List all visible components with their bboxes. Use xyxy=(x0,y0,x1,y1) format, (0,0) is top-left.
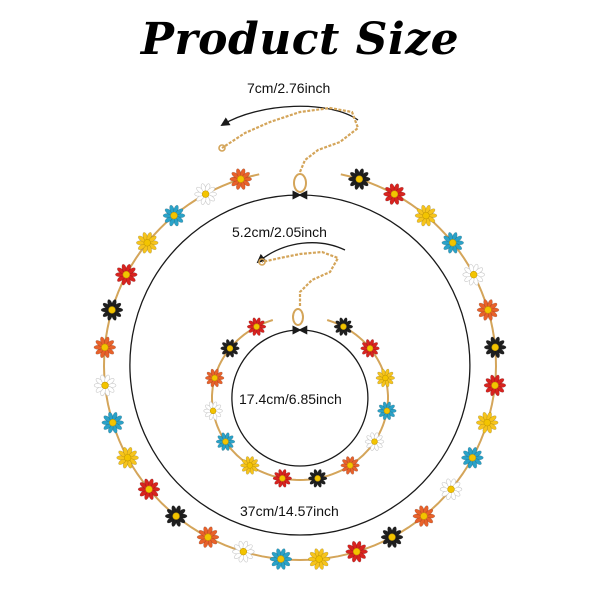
daisy-charm-icon xyxy=(93,336,117,359)
daisy-charm-icon xyxy=(100,299,124,321)
daisy-charm-icon xyxy=(116,447,139,469)
daisy-charm-icon xyxy=(364,432,385,451)
bracelet-extender-arrow xyxy=(256,242,346,264)
daisy-charm-icon xyxy=(476,299,500,321)
daisy-charm-icon xyxy=(412,505,436,527)
daisy-charm-icon xyxy=(483,336,507,359)
chains xyxy=(102,106,498,562)
daisy-charm-icon xyxy=(215,432,236,451)
flowers xyxy=(93,168,507,570)
daisy-charm-icon xyxy=(476,411,499,434)
necklace-clasp-icon xyxy=(293,173,307,193)
daisy-charm-icon xyxy=(203,401,223,421)
daisy-charm-icon xyxy=(246,317,267,336)
measurement-arrows xyxy=(129,105,471,536)
page-title: Product Size xyxy=(140,14,460,65)
bracelet-length-label: 17.4cm/6.85inch xyxy=(237,391,344,407)
daisy-charm-icon xyxy=(272,469,293,488)
daisy-charm-icon xyxy=(196,526,220,548)
daisy-charm-icon xyxy=(461,447,484,469)
bracelet-length-arrow xyxy=(231,325,369,467)
daisy-charm-icon xyxy=(307,548,331,570)
daisy-charm-icon xyxy=(205,368,225,388)
daisy-charm-icon xyxy=(194,183,217,205)
bracelet-extender-label: 5.2cm/2.05inch xyxy=(230,224,329,240)
daisy-charm-icon xyxy=(229,168,252,190)
daisy-charm-icon xyxy=(340,456,360,475)
daisy-charm-icon xyxy=(375,368,395,388)
daisy-charm-icon xyxy=(483,374,507,397)
daisy-charm-icon xyxy=(307,469,328,488)
necklace-extender-label: 7cm/2.76inch xyxy=(245,80,333,96)
daisy-charm-icon xyxy=(345,540,368,563)
daisy-charm-icon xyxy=(377,401,397,421)
daisy-charm-icon xyxy=(137,478,161,501)
daisy-charm-icon xyxy=(232,540,255,563)
daisy-charm-icon xyxy=(220,339,240,358)
necklace-length-label: 37cm/14.57inch xyxy=(238,503,341,519)
daisy-charm-icon xyxy=(101,411,124,434)
daisy-charm-icon xyxy=(162,204,186,227)
necklace-chain xyxy=(102,173,498,562)
daisy-charm-icon xyxy=(441,232,464,254)
daisy-charm-icon xyxy=(380,526,404,548)
daisy-charm-icon xyxy=(240,456,260,475)
necklace-length-arrow xyxy=(129,190,471,536)
daisy-charm-icon xyxy=(269,548,293,570)
bracelet-extender-chain xyxy=(258,250,340,306)
daisy-charm-icon xyxy=(93,374,117,397)
daisy-charm-icon xyxy=(462,263,485,286)
bracelet-clasp-icon xyxy=(292,308,304,326)
necklace-extender-chain xyxy=(218,106,360,173)
daisy-charm-icon xyxy=(383,183,406,205)
daisy-charm-icon xyxy=(360,339,380,358)
daisy-charm-icon xyxy=(348,168,371,190)
necklace-extender-arrow xyxy=(220,105,359,126)
daisy-charm-icon xyxy=(115,263,138,286)
daisy-charm-icon xyxy=(414,204,438,227)
daisy-charm-icon xyxy=(164,505,188,527)
daisy-charm-icon xyxy=(333,317,354,336)
daisy-charm-icon xyxy=(439,478,463,501)
daisy-charm-icon xyxy=(136,232,159,254)
